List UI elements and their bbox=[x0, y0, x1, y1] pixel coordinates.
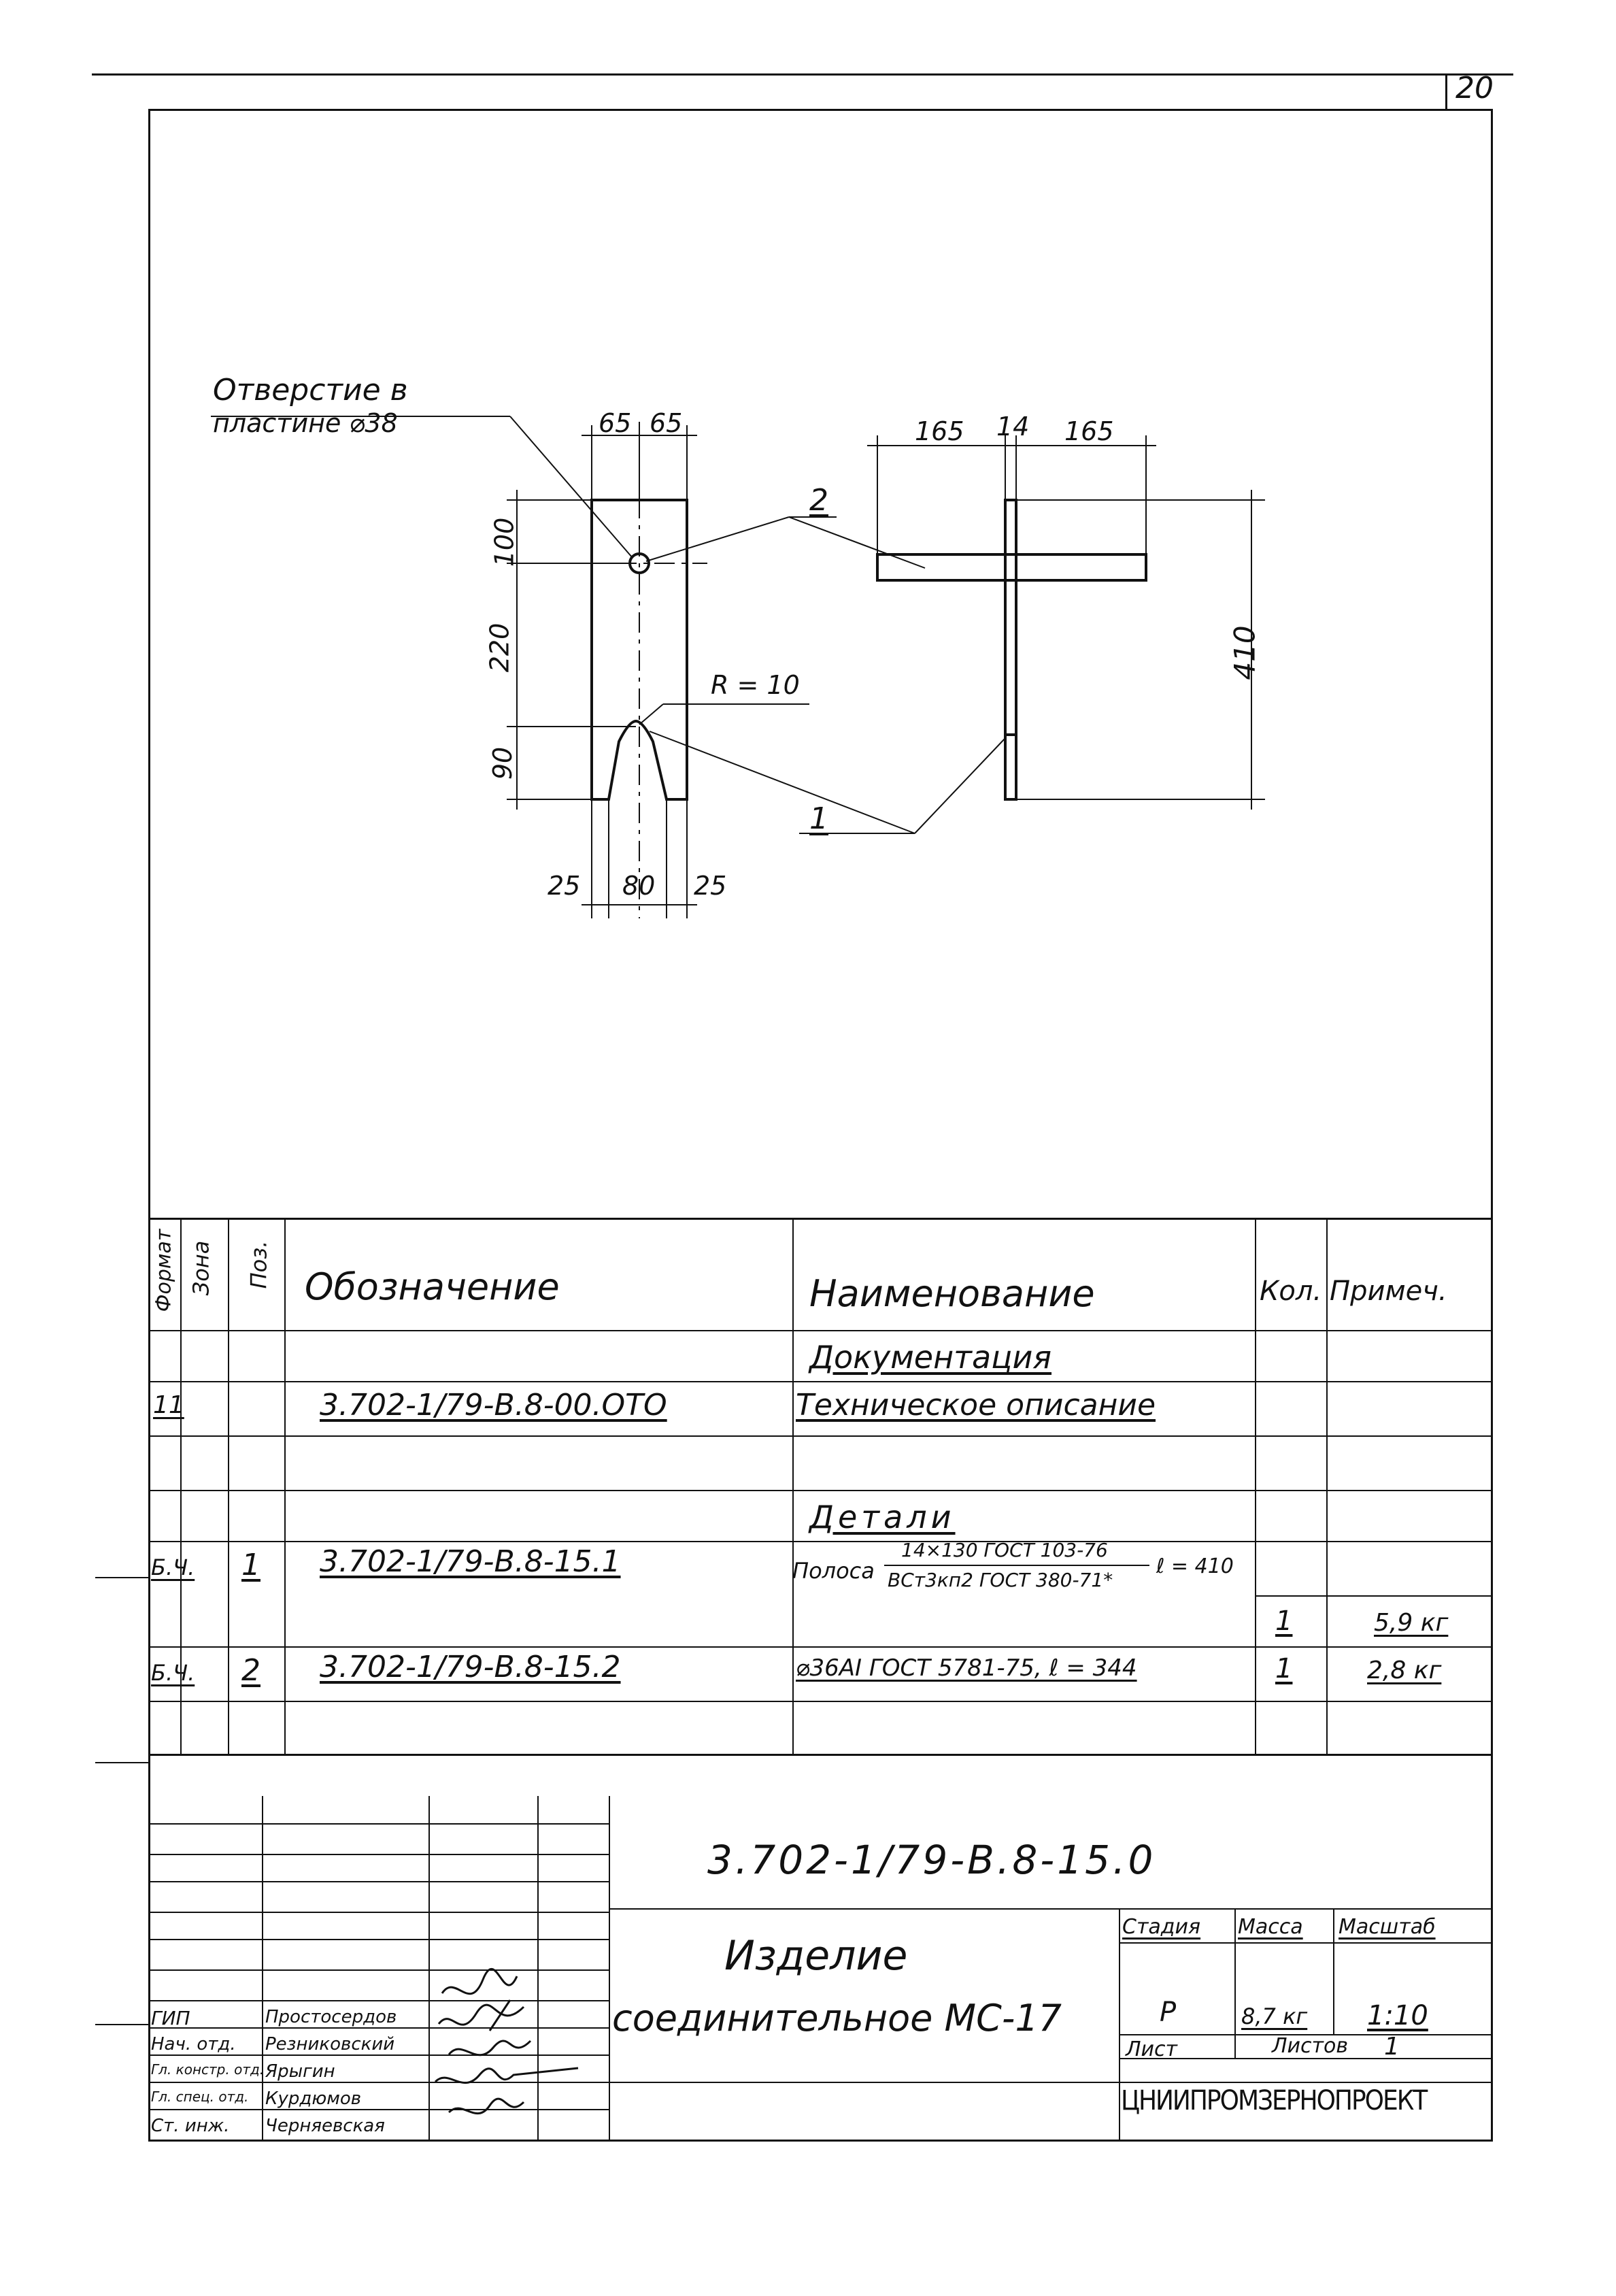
signer-role: Гл. констр. отд. bbox=[151, 2061, 265, 2078]
scale-value: 1:10 bbox=[1367, 2000, 1428, 2031]
dim-side-right: 165 bbox=[1064, 416, 1114, 446]
row-designation: 3.702-1/79-В.8-15.1 bbox=[320, 1544, 621, 1579]
dim-top-right: 65 bbox=[650, 408, 683, 438]
callout-2: 2 bbox=[809, 483, 828, 518]
scale-label: Масштаб bbox=[1339, 1915, 1436, 1939]
dim-side-left: 165 bbox=[915, 416, 964, 446]
signer-name: Ярыгин bbox=[265, 2061, 335, 2082]
row-name-bottom: ВСт3кп2 ГОСТ 380-71* bbox=[888, 1569, 1113, 1591]
margin-mark bbox=[95, 1762, 148, 1763]
row-format: Б.Ч. bbox=[151, 1554, 195, 1580]
row-qty: 1 bbox=[1275, 1653, 1293, 1684]
row-designation: 3.702-1/79-В.8-00.ОТО bbox=[320, 1388, 667, 1422]
sheets-label: Листов bbox=[1272, 2034, 1349, 2058]
signer-role: Нач. отд. bbox=[151, 2034, 236, 2054]
signer-name: Черняевская bbox=[265, 2116, 385, 2136]
row-name-top: 14×130 ГОСТ 103-76 bbox=[901, 1539, 1108, 1561]
sheet-label: Лист bbox=[1126, 2037, 1178, 2061]
dim-220: 220 bbox=[484, 622, 515, 673]
row-name-suffix: ℓ = 410 bbox=[1156, 1554, 1234, 1578]
row-name: Техническое описание bbox=[796, 1388, 1156, 1422]
margin-mark bbox=[95, 1577, 148, 1578]
signer-name: Курдюмов bbox=[265, 2089, 362, 2109]
stage-label: Стадия bbox=[1122, 1915, 1201, 1939]
header-format: Формат bbox=[152, 1229, 176, 1312]
header-note: Примеч. bbox=[1330, 1276, 1447, 1307]
row-qty: 1 bbox=[1275, 1605, 1293, 1637]
technical-drawing bbox=[211, 416, 1265, 918]
organization-name: ЦНИИПРОМЗЕРНОПРОЕКТ bbox=[1121, 2085, 1428, 2116]
doc-code: 3.702-1/79-В.8-15.0 bbox=[707, 1837, 1156, 1883]
signer-name: Простосердов bbox=[265, 2007, 397, 2027]
corner-number-box bbox=[1445, 75, 1495, 109]
margin-mark bbox=[95, 2024, 148, 2025]
fraction-bar bbox=[884, 1565, 1149, 1566]
dim-radius: R = 10 bbox=[711, 670, 800, 700]
dim-side-mid: 14 bbox=[996, 412, 1030, 442]
hole-note-line2: пластине ⌀38 bbox=[213, 408, 398, 438]
signer-role: ГИП bbox=[151, 2007, 190, 2029]
signer-role: Гл. спец. отд. bbox=[151, 2089, 249, 2105]
header-qty: Кол. bbox=[1260, 1276, 1322, 1307]
section-parts: Детали bbox=[809, 1499, 956, 1535]
rod-side-outline bbox=[876, 553, 1147, 582]
dim-100: 100 bbox=[489, 517, 520, 567]
row-format: 11 bbox=[153, 1391, 184, 1419]
plate-front-outline bbox=[590, 499, 688, 801]
title-line1: Изделие bbox=[724, 1932, 908, 1980]
hole-note-line1: Отверстие в bbox=[213, 373, 408, 407]
section-documentation: Документация bbox=[809, 1339, 1052, 1376]
header-zone: Зона bbox=[188, 1240, 214, 1296]
sheets-value: 1 bbox=[1384, 2033, 1400, 2061]
callout-1: 1 bbox=[809, 801, 828, 836]
header-name: Наименование bbox=[809, 1272, 1095, 1315]
stage-value: Р bbox=[1160, 1997, 1177, 2028]
header-designation: Обозначение bbox=[305, 1265, 560, 1308]
title-line2: соединительное МС-17 bbox=[612, 1997, 1062, 2040]
row-designation: 3.702-1/79-В.8-15.2 bbox=[320, 1650, 621, 1684]
dim-bottom-left: 25 bbox=[548, 871, 581, 901]
signer-name: Резниковский bbox=[265, 2034, 395, 2054]
row-note: 5,9 кг bbox=[1374, 1609, 1449, 1637]
header-pos: Поз. bbox=[246, 1240, 272, 1289]
signer-role: Ст. инж. bbox=[151, 2116, 230, 2136]
plate-side-outline bbox=[1004, 499, 1017, 801]
row-pos: 1 bbox=[241, 1548, 260, 1582]
dim-90: 90 bbox=[488, 746, 518, 780]
row-pos: 2 bbox=[241, 1653, 260, 1688]
row-format: Б.Ч. bbox=[151, 1660, 195, 1686]
dim-top-left: 65 bbox=[599, 408, 632, 438]
row-name: ⌀36АI ГОСТ 5781-75, ℓ = 344 bbox=[796, 1654, 1137, 1682]
mass-value: 8,7 кг bbox=[1241, 2003, 1308, 2029]
mass-label: Масса bbox=[1238, 1915, 1303, 1939]
signatures-scribble bbox=[434, 1967, 579, 2115]
row-note: 2,8 кг bbox=[1367, 1657, 1442, 1684]
dim-bottom-right: 25 bbox=[694, 871, 727, 901]
dim-height: 410 bbox=[1228, 625, 1262, 680]
row-name-prefix: Полоса bbox=[792, 1558, 875, 1584]
corner-sheet-number: 20 bbox=[1455, 71, 1494, 105]
dim-bottom-mid: 80 bbox=[622, 871, 656, 901]
